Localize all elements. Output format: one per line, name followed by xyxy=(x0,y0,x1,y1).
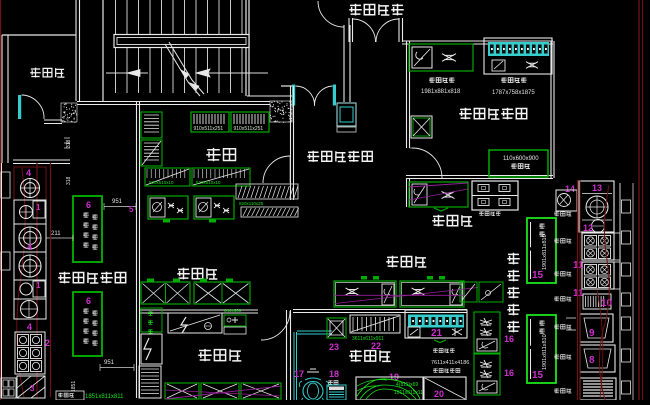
svg-text:520x510x10: 520x510x10 xyxy=(149,180,174,185)
svg-text:6: 6 xyxy=(86,200,91,210)
svg-text:5: 5 xyxy=(129,205,134,214)
svg-text:4: 4 xyxy=(27,322,32,332)
svg-text:6: 6 xyxy=(86,296,91,306)
svg-text:20: 20 xyxy=(434,389,444,399)
svg-text:1901x811x810: 1901x811x810 xyxy=(542,234,548,270)
svg-text:15: 15 xyxy=(532,270,544,281)
svg-text:23: 23 xyxy=(329,342,339,352)
svg-text:318: 318 xyxy=(66,139,72,148)
svg-text:4: 4 xyxy=(26,168,31,178)
svg-text:18: 18 xyxy=(329,369,339,379)
svg-text:7611x411x4186: 7611x411x4186 xyxy=(431,360,469,366)
svg-text:1901x811x810: 1901x811x810 xyxy=(542,334,548,370)
svg-text:12: 12 xyxy=(583,223,593,233)
svg-text:15: 15 xyxy=(532,370,544,381)
svg-text:844x609: 844x609 xyxy=(224,308,242,313)
svg-text:1: 1 xyxy=(36,203,41,212)
svg-text:9: 9 xyxy=(589,328,595,339)
svg-text:520x510x10: 520x510x10 xyxy=(196,180,221,185)
svg-text:951: 951 xyxy=(104,360,115,366)
svg-text:1: 1 xyxy=(36,281,41,290)
svg-text:11: 11 xyxy=(573,260,584,271)
svg-text:16: 16 xyxy=(504,334,514,344)
svg-text:4(811)x69: 4(811)x69 xyxy=(396,382,418,388)
svg-text:318: 318 xyxy=(66,176,72,185)
svg-text:17: 17 xyxy=(294,369,304,379)
svg-text:4: 4 xyxy=(27,242,32,252)
svg-text:3: 3 xyxy=(30,384,35,393)
svg-text:3611x611x911: 3611x611x911 xyxy=(352,336,384,342)
svg-text:2: 2 xyxy=(45,338,50,348)
svg-text:13: 13 xyxy=(592,183,602,193)
svg-text:10: 10 xyxy=(601,298,613,309)
svg-text:8: 8 xyxy=(589,355,595,366)
svg-text:910x511x251: 910x511x251 xyxy=(234,126,264,132)
svg-text:1787x758x1875: 1787x758x1875 xyxy=(492,90,535,96)
svg-text:910x511x251: 910x511x251 xyxy=(194,126,224,132)
svg-text:22: 22 xyxy=(371,341,381,351)
svg-text:110x600x900: 110x600x900 xyxy=(503,156,539,162)
svg-text:21: 21 xyxy=(431,328,443,339)
svg-text:211: 211 xyxy=(51,231,61,237)
svg-text:16: 16 xyxy=(504,368,514,378)
svg-text:951: 951 xyxy=(112,199,123,205)
svg-text:1981x881x818: 1981x881x818 xyxy=(421,89,461,95)
svg-text:1851: 1851 xyxy=(71,381,77,392)
svg-text:1911x811x11: 1911x811x11 xyxy=(394,390,423,396)
svg-text:14: 14 xyxy=(565,184,575,194)
svg-text:920x110x25: 920x110x25 xyxy=(239,201,264,206)
svg-text:1851x811x811: 1851x811x811 xyxy=(85,394,124,400)
svg-text:11: 11 xyxy=(573,288,584,299)
